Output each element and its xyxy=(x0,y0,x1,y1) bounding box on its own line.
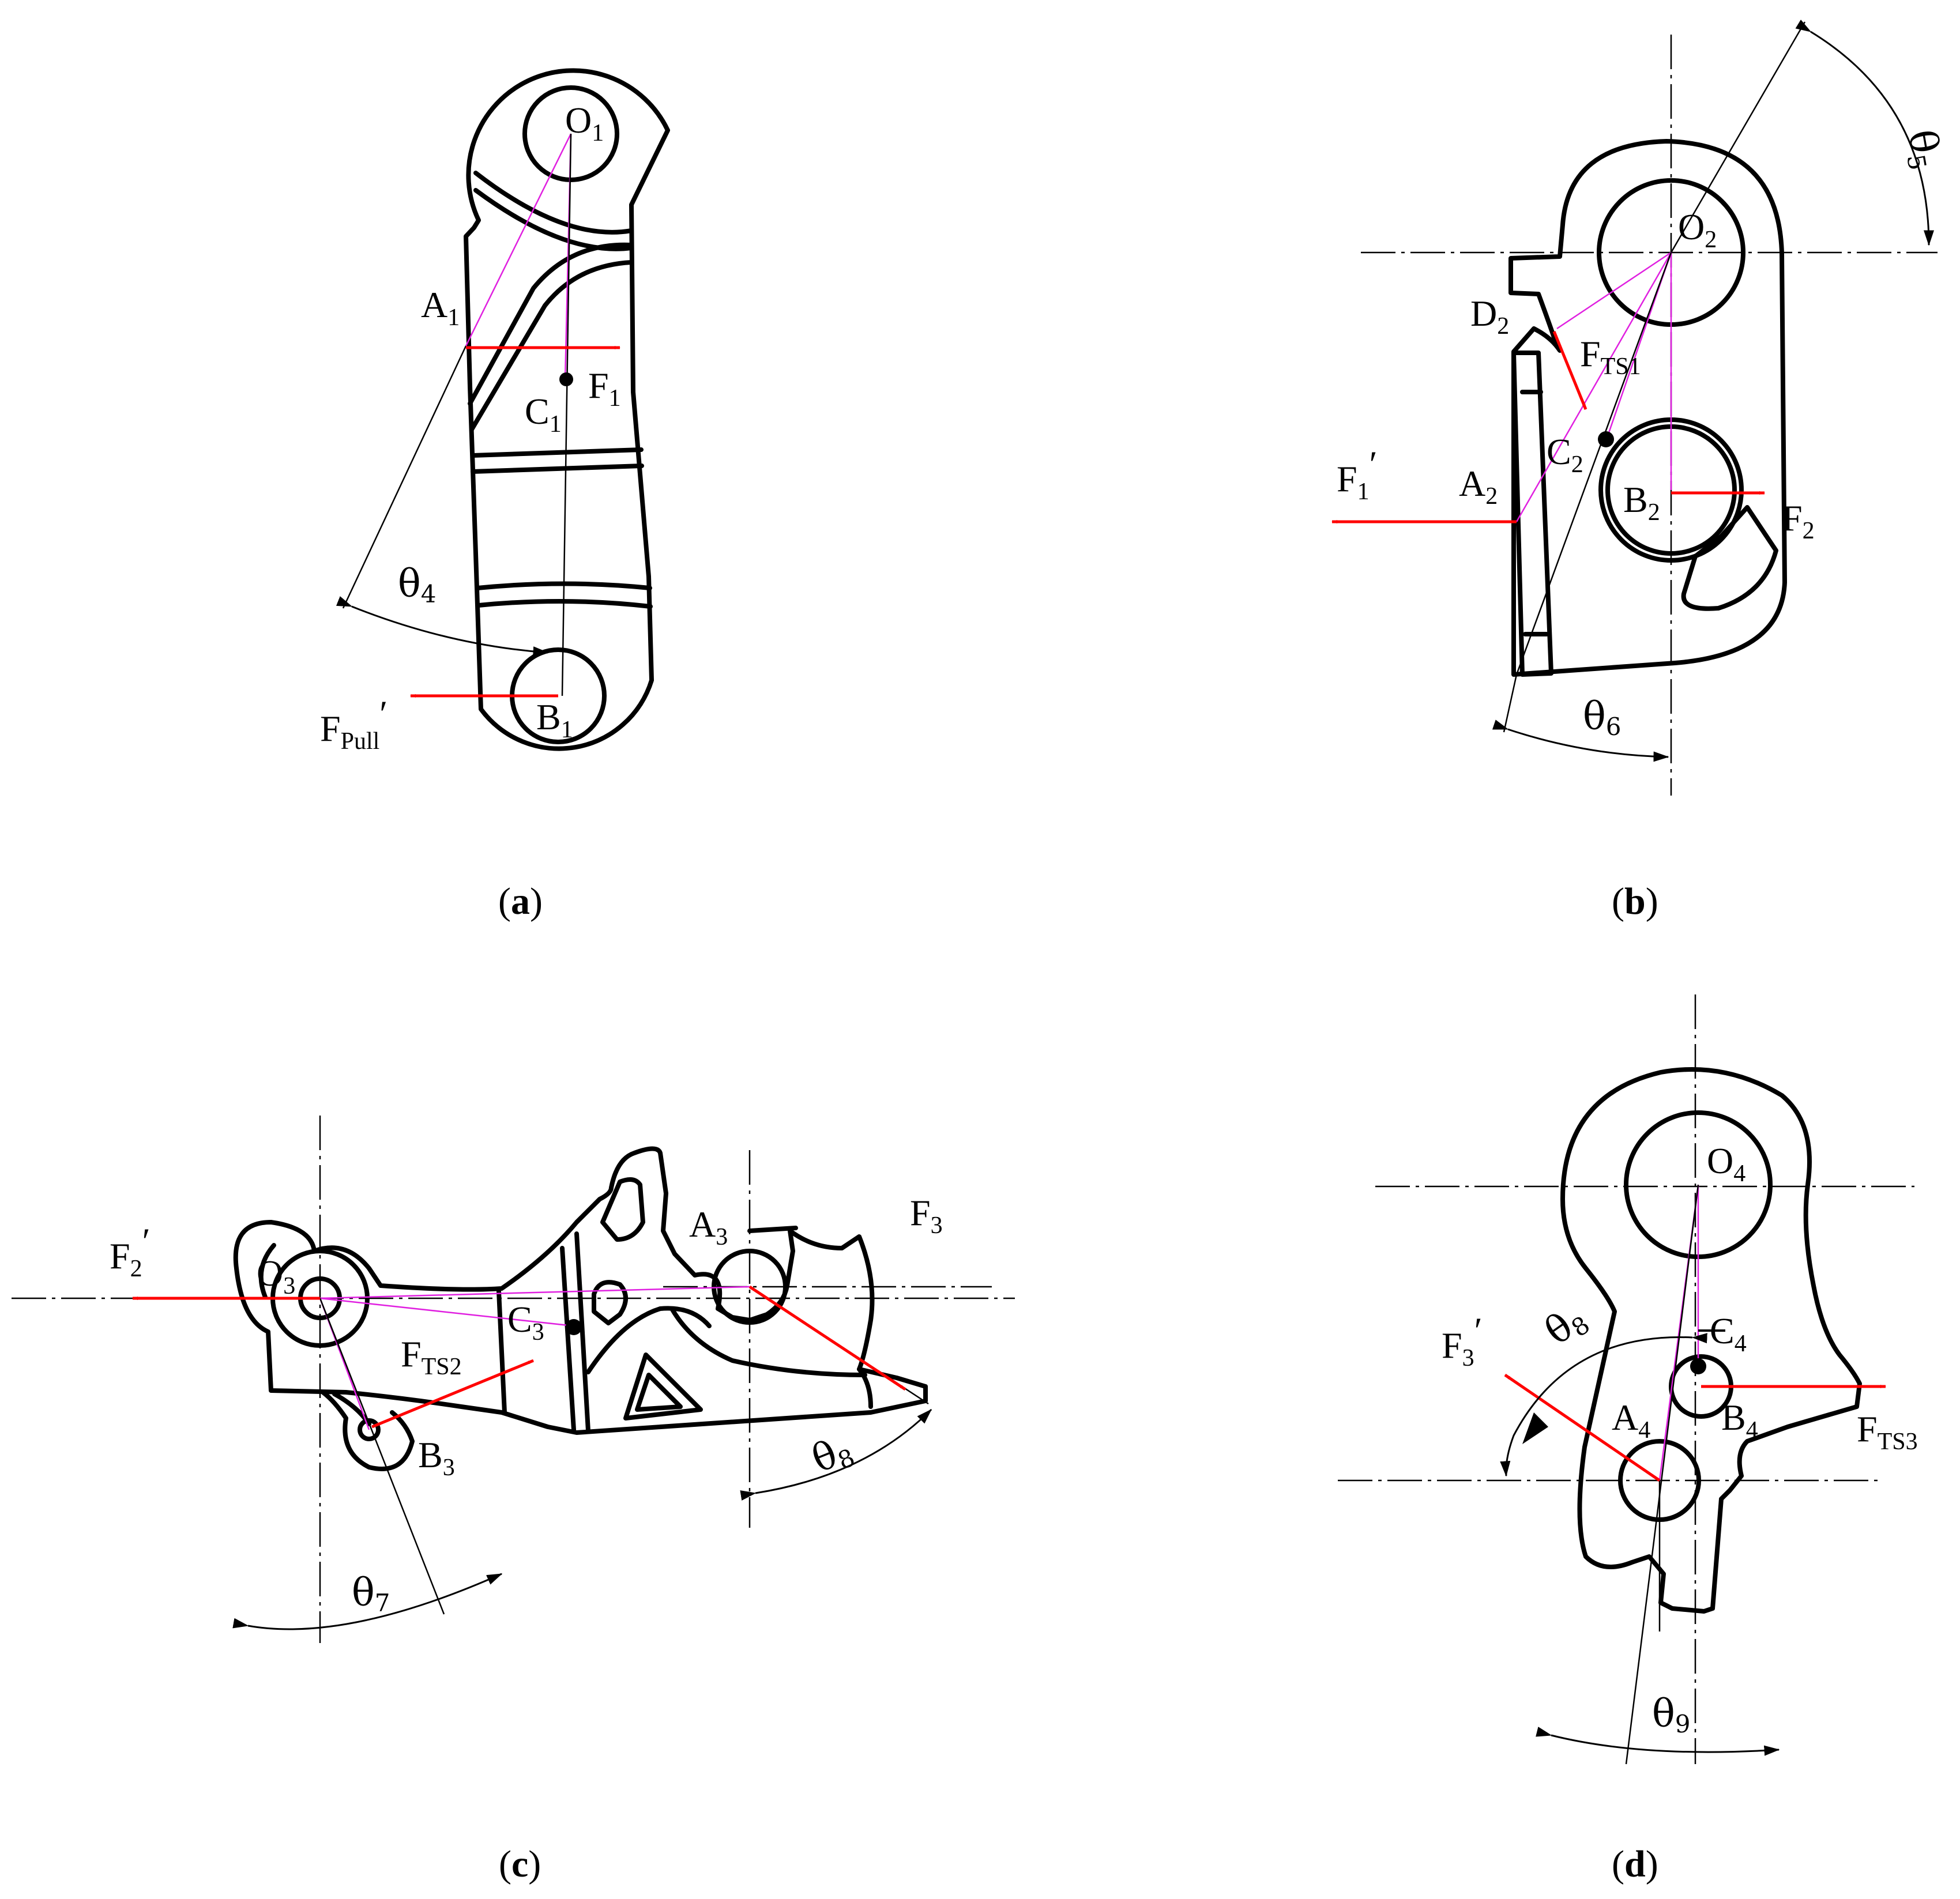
force-f3-arrow xyxy=(748,1285,906,1391)
theta8-d-arc-tick xyxy=(1522,1412,1548,1444)
pocket-c-tri-inner xyxy=(635,1373,683,1412)
centroid-c3-dot xyxy=(566,1319,582,1335)
caption-a: (a) xyxy=(498,880,543,922)
rib-a-3 xyxy=(468,242,634,406)
curve-c-1 xyxy=(586,1306,712,1374)
mag-c-2 xyxy=(319,1286,750,1299)
label-c4: C4 xyxy=(1710,1310,1747,1357)
label-c2: C2 xyxy=(1547,431,1583,478)
panel-b: θ5 O2 D2 FTS1 F1′ A2 C2 B2 F2 θ6 (b) xyxy=(1331,20,1950,922)
label-d2: D2 xyxy=(1470,293,1509,340)
label-theta6: θ6 xyxy=(1583,694,1621,741)
pin-b3-circle xyxy=(358,1418,381,1441)
curve-c-2 xyxy=(669,1306,867,1377)
label-a1: A1 xyxy=(421,284,460,331)
label-a3: A3 xyxy=(689,1204,728,1250)
hook-b xyxy=(1681,505,1778,611)
o3-boss-curve xyxy=(258,1243,276,1299)
theta8-d-arc xyxy=(1500,1333,1707,1477)
curve-c-3 xyxy=(747,1226,798,1233)
theta9-ref-line xyxy=(1625,1184,1699,1765)
rib-c-3 xyxy=(574,1231,590,1433)
caption-b: (b) xyxy=(1612,880,1658,922)
theta5-ref-line xyxy=(1670,21,1806,253)
extension-a1 xyxy=(342,345,467,609)
label-theta8-c: θ8 xyxy=(806,1426,859,1484)
label-a4: A4 xyxy=(1612,1397,1650,1444)
rib-c-1 xyxy=(496,1289,507,1415)
curve-c-4 xyxy=(857,1367,873,1409)
rib-a-4 xyxy=(469,260,634,432)
theta8-c-arc xyxy=(740,1408,932,1501)
label-b1: B1 xyxy=(536,696,573,743)
label-c3: C3 xyxy=(507,1299,544,1346)
rib-c-2 xyxy=(560,1246,576,1432)
label-c1: C1 xyxy=(525,391,562,438)
label-theta8-d: θ8 xyxy=(1537,1295,1595,1355)
link-a-outline xyxy=(464,68,670,751)
label-o2: O2 xyxy=(1678,206,1717,253)
label-theta7: θ7 xyxy=(352,1570,390,1617)
theta9-arc xyxy=(1536,1727,1780,1756)
label-fts2: FTS2 xyxy=(401,1333,462,1380)
theta5-arc xyxy=(1795,20,1934,246)
panel-a: O1 A1 F1 C1 θ4 B1 FPull′ (a) xyxy=(320,68,670,922)
pocket-c-2 xyxy=(592,1280,628,1325)
label-f1: F1 xyxy=(588,365,621,412)
label-f1prime: F1′ xyxy=(1337,443,1378,505)
label-f3prime: F3′ xyxy=(1442,1310,1483,1372)
mag-b-4 xyxy=(1515,252,1672,522)
line-o2-bottom xyxy=(1515,252,1672,675)
label-theta9: θ9 xyxy=(1652,1691,1690,1738)
force-fts1-arrow xyxy=(1552,331,1587,410)
lever-c-outline xyxy=(233,1146,928,1435)
label-b3: B3 xyxy=(418,1434,455,1481)
theta6-ref-line xyxy=(1503,674,1518,733)
lever-d-outline xyxy=(1560,1067,1862,1614)
rib-a-2 xyxy=(473,188,634,251)
mag-a-1 xyxy=(465,133,572,346)
rib-a-1 xyxy=(473,171,634,235)
label-o4: O4 xyxy=(1707,1140,1745,1187)
label-fpull: FPull′ xyxy=(320,693,388,755)
mag-c-3 xyxy=(319,1297,574,1327)
centroid-c4-dot xyxy=(1690,1358,1706,1374)
rib-a-5 xyxy=(471,447,644,458)
label-f2prime: F2′ xyxy=(110,1220,151,1282)
force-fts2-arrow xyxy=(371,1359,534,1429)
centroid-c1-dot xyxy=(559,372,573,386)
lug-b3 xyxy=(321,1390,415,1471)
label-o3: O3 xyxy=(257,1253,295,1299)
label-b4: B4 xyxy=(1721,1397,1758,1444)
pin-a3-circle xyxy=(712,1249,788,1325)
caption-d: (d) xyxy=(1612,1843,1658,1885)
plate-b xyxy=(1511,351,1553,677)
theta7-arc xyxy=(232,1573,503,1630)
theta6-arc xyxy=(1492,719,1669,762)
lever-b-outline xyxy=(1508,139,1787,677)
label-a2: A2 xyxy=(1459,463,1498,510)
label-theta4: θ4 xyxy=(398,562,436,608)
axis-o1-b1 xyxy=(561,133,572,696)
label-b2: B2 xyxy=(1623,479,1660,526)
pocket-c-1 xyxy=(600,1177,645,1242)
caption-c: (c) xyxy=(499,1843,541,1885)
panel-d: O4 F3′ θ8 C4 A4 B4 FTS3 θ9 (d) xyxy=(1338,994,1918,1885)
label-fts3: FTS3 xyxy=(1857,1408,1918,1455)
centroid-c2-dot xyxy=(1598,431,1614,447)
label-fts1: FTS1 xyxy=(1580,333,1641,380)
rib-a-6 xyxy=(471,464,644,474)
mag-b-1 xyxy=(1556,251,1672,330)
rib-a-8 xyxy=(476,598,653,609)
label-o1: O1 xyxy=(565,100,604,146)
theta7-ref-line xyxy=(319,1298,445,1615)
panel-c: F2′ O3 FTS2 C3 A3 F3 B3 θ7 θ8 (c) xyxy=(12,1116,1015,1885)
label-f2: F2 xyxy=(1782,498,1815,544)
label-theta5: θ5 xyxy=(1897,126,1950,172)
pocket-c-tri-outer xyxy=(623,1352,703,1421)
label-f3: F3 xyxy=(910,1192,943,1239)
theta4-arc xyxy=(336,596,549,657)
